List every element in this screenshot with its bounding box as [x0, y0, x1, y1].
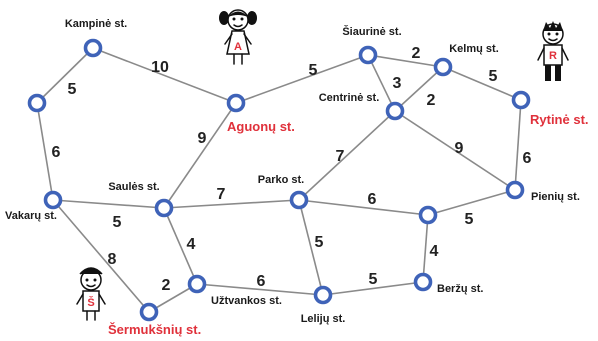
edge-weight-vakaru-sauliu: 5 — [113, 214, 122, 231]
node-lelijos[interactable] — [313, 285, 333, 305]
node-label-uztvankos: Užtvankos st. — [211, 295, 282, 307]
edge-uztvankos-lelijos — [196, 283, 324, 296]
edge-rytine-pieniu — [514, 99, 522, 191]
edge-weight-siaurine-centrine: 3 — [393, 75, 402, 92]
edge-midright-pieniu — [427, 189, 516, 216]
node-label-kelmu: Kelmų st. — [449, 43, 499, 55]
edge-aguonu-sauliu — [163, 102, 237, 209]
edge-weight-centrine-pieniu: 9 — [455, 140, 464, 157]
edge-weight-parko-lelijos: 5 — [315, 234, 324, 251]
edge-kelmu-centrine — [394, 66, 444, 112]
node-sermuksniu[interactable] — [139, 302, 159, 322]
edge-kelmu-rytine — [442, 66, 522, 101]
figure-s-letter: Š — [87, 296, 94, 309]
figure-a-girl: A — [219, 9, 257, 65]
node-label-siaurine: Šiaurinė st. — [342, 25, 401, 38]
edge-weight-siaurine-kelmu: 2 — [412, 45, 421, 62]
edge-weight-uztvankos-sermuksniu: 2 — [162, 277, 171, 294]
shirt-icon — [543, 44, 563, 66]
pigtail-left-icon — [219, 11, 229, 25]
shirt-icon — [82, 290, 100, 312]
node-label-berzu: Beržų st. — [437, 283, 483, 295]
edge-kampine-aguonu — [92, 47, 237, 104]
figure-r-letter: R — [549, 50, 557, 62]
node-label-pieniu: Pienių st. — [531, 191, 580, 203]
edge-sauliu-parko — [163, 199, 300, 209]
edge-weight-uztvankos-lelijos: 6 — [257, 273, 266, 290]
edge-weight-parko-midright: 6 — [368, 191, 377, 208]
edge-weight-vakaru-sermuksniu: 8 — [108, 251, 117, 268]
edge-weight-midright-berzu: 4 — [430, 243, 439, 260]
figure-a-letter: A — [234, 41, 242, 53]
nodes — [27, 38, 531, 322]
node-berzu[interactable] — [413, 272, 433, 292]
edge-aguonu-siaurine — [235, 54, 369, 104]
node-siaurine[interactable] — [358, 45, 378, 65]
edge-parko-midright — [298, 199, 429, 216]
node-midright[interactable] — [418, 205, 438, 225]
edge-leftmid-vakaru — [36, 102, 54, 201]
figure-s-child: Š — [76, 267, 106, 321]
edge-vakaru-sauliu — [52, 199, 165, 209]
node-label-kampine: Kampinė st. — [65, 18, 127, 30]
edge-weight-sauliu-uztvankos: 4 — [187, 236, 196, 253]
edge-midright-berzu — [422, 214, 429, 283]
edge-weight-kampine-aguonu: 10 — [151, 59, 169, 76]
edge-weight-aguonu-sauliu: 9 — [198, 130, 207, 147]
edge-siaurine-centrine — [367, 54, 396, 112]
node-label-vakaru: Vakarų st. — [5, 210, 57, 222]
edge-weight-kelmu-rytine: 5 — [489, 68, 498, 85]
edge-weight-kelmu-centrine: 2 — [427, 92, 436, 109]
node-leftmid[interactable] — [27, 93, 47, 113]
edge-sauliu-uztvankos — [163, 207, 198, 285]
edge-weight-aguonu-siaurine: 5 — [309, 62, 318, 79]
edge-parko-lelijos — [298, 199, 324, 296]
node-label-parko: Parko st. — [258, 174, 304, 186]
edge-weight-leftmid-vakaru: 6 — [52, 144, 61, 161]
node-label-aguonu: Aguonų st. — [227, 119, 295, 134]
edge-siaurine-kelmu — [367, 54, 444, 68]
node-centrine[interactable] — [385, 101, 405, 121]
node-label-lelijos: Lelijų st. — [301, 313, 346, 325]
edge-kampine-leftmid — [36, 47, 94, 104]
node-labels: Kampinė st. Aguonų st. Šiaurinė st. Kelmų s… — [5, 18, 589, 337]
node-pieniu[interactable] — [505, 180, 525, 200]
node-label-sermuksniu: Šermukšnių st. — [108, 322, 201, 337]
node-label-centrine: Centrinė st. — [319, 92, 380, 104]
edge-centrine-pieniu — [394, 110, 516, 191]
edge-lelijos-berzu — [322, 281, 424, 296]
node-parko[interactable] — [289, 190, 309, 210]
edge-vakaru-sermuksniu — [52, 199, 150, 313]
edge-weight-sauliu-parko: 7 — [217, 186, 226, 203]
edge-weight-midright-pieniu: 5 — [465, 211, 474, 228]
dress-icon — [226, 30, 250, 55]
edge-weight-centrine-parko: 7 — [336, 148, 345, 165]
node-sauliu[interactable] — [154, 198, 174, 218]
edge-weight-lelijos-berzu: 5 — [369, 271, 378, 288]
node-kampine[interactable] — [83, 38, 103, 58]
node-kelmu[interactable] — [433, 57, 453, 77]
node-rytine[interactable] — [511, 90, 531, 110]
figure-r-boy: R — [537, 21, 569, 81]
node-aguonu[interactable] — [226, 93, 246, 113]
node-label-rytine: Rytinė st. — [530, 112, 589, 127]
node-label-sauliu: Saulės st. — [108, 181, 159, 193]
node-vakaru[interactable] — [43, 190, 63, 210]
edge-weight-rytine-pieniu: 6 — [523, 150, 532, 167]
edge-weight-kampine-leftmid: 5 — [68, 81, 77, 98]
node-uztvankos[interactable] — [187, 274, 207, 294]
edge-centrine-parko — [298, 110, 396, 201]
pigtail-right-icon — [247, 11, 257, 25]
